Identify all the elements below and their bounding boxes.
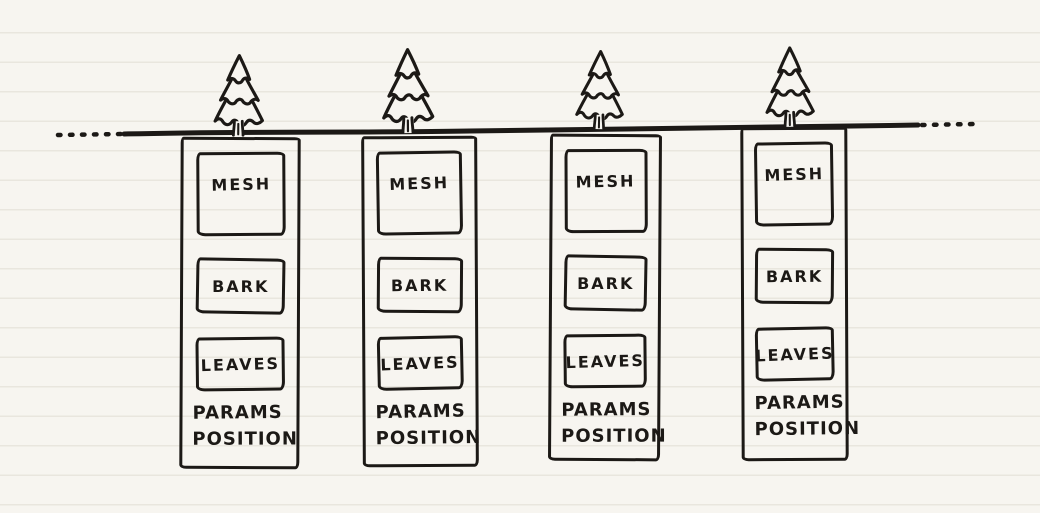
bark-slot: BARK [376, 256, 463, 314]
pine-tree-icon [765, 46, 815, 129]
ground-line [55, 121, 977, 138]
mesh-slot-label: MESH [389, 172, 450, 194]
card-footer: PARAMS POSITION [754, 391, 861, 443]
leaves-slot: LEAVES [563, 333, 647, 389]
mesh-slot-label: MESH [763, 163, 825, 185]
bark-slot-label: BARK [765, 266, 824, 286]
params-label: PARAMS [561, 399, 652, 421]
pine-tree-icon [381, 47, 435, 135]
leaves-slot-label: LEAVES [199, 353, 280, 375]
tree-instance-card: MESH BARK LEAVES PARAMS POSITION [548, 133, 667, 462]
mesh-slot: MESH [195, 151, 286, 237]
card-footer: PARAMS POSITION [375, 400, 482, 453]
position-label: POSITION [754, 417, 861, 441]
card-footer: PARAMS POSITION [561, 398, 667, 451]
mesh-slot-label: MESH [210, 173, 271, 195]
leaves-slot-label: LEAVES [754, 343, 835, 365]
tree-instance-card: MESH BARK LEAVES PARAMS POSITION [361, 135, 482, 468]
bark-slot: BARK [563, 254, 647, 312]
mesh-slot: MESH [754, 141, 835, 227]
ground-line-left-dots [55, 131, 125, 138]
mesh-slot: MESH [564, 148, 648, 234]
position-label: POSITION [192, 428, 298, 450]
params-label: PARAMS [375, 400, 466, 424]
tree-instance-card: MESH BARK LEAVES PARAMS POSITION [740, 126, 861, 462]
bark-slot-label: BARK [391, 275, 449, 295]
pine-tree-icon [213, 53, 265, 138]
tree-instance-card: MESH BARK LEAVES PARAMS POSITION [179, 136, 301, 470]
leaves-slot: LEAVES [376, 335, 464, 391]
card-footer: PARAMS POSITION [192, 401, 298, 453]
bark-slot-label: BARK [576, 273, 634, 293]
params-label: PARAMS [754, 391, 845, 415]
leaves-slot-label: LEAVES [564, 350, 645, 372]
leaves-slot: LEAVES [755, 326, 835, 382]
mesh-slot: MESH [375, 150, 463, 236]
mesh-slot-label: MESH [575, 170, 636, 192]
position-label: POSITION [375, 426, 482, 450]
position-label: POSITION [561, 425, 667, 447]
pine-tree-icon [575, 49, 625, 131]
ground-line-right-dots [919, 121, 977, 128]
bark-slot: BARK [754, 247, 835, 305]
bark-slot: BARK [195, 257, 285, 315]
bark-slot-label: BARK [211, 276, 269, 296]
leaves-slot-label: LEAVES [380, 351, 461, 375]
leaves-slot: LEAVES [194, 336, 285, 392]
params-label: PARAMS [192, 401, 283, 424]
